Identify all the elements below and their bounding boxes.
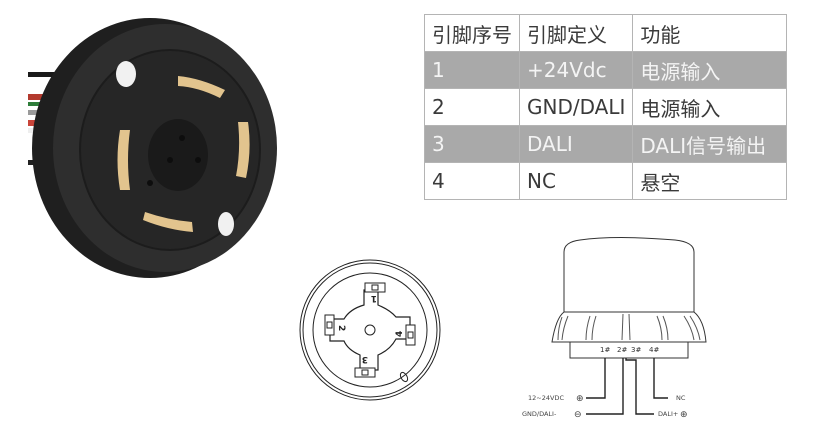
mount-hole-top <box>116 61 136 87</box>
sensor-dome <box>563 237 695 312</box>
pin-3-label: 3# <box>631 346 641 354</box>
plus-icon: ⊕ <box>680 410 688 420</box>
wire-pin3 <box>625 358 654 415</box>
pin-number: 4 <box>424 162 520 200</box>
table-row: 1 +24Vdc 电源输入 <box>424 51 788 89</box>
wire-pin2 <box>586 358 624 415</box>
wire-pin1 <box>586 358 606 399</box>
pin-function: 悬空 <box>632 162 788 200</box>
table-row: 4 NC 悬空 <box>424 162 788 200</box>
pin-2-label: 2# <box>617 346 627 354</box>
table-row: 3 DALI DALI信号输出 <box>424 125 788 163</box>
pin-definition: DALI <box>518 125 634 163</box>
wire-pin4 <box>653 358 668 399</box>
pin-function: 电源输入 <box>632 88 788 126</box>
table-header-row: 引脚序号 引脚定义 功能 <box>424 14 788 52</box>
pin-definition: NC <box>518 162 634 200</box>
pin-label-1: 1 <box>371 293 377 303</box>
gold-contacts <box>117 76 250 232</box>
plus-icon: ⊕ <box>576 394 584 404</box>
pin-label-3: 3 <box>362 354 368 364</box>
pin-function: DALI信号输出 <box>632 125 788 163</box>
header-function: 功能 <box>632 14 788 52</box>
wire-label-nc: NC <box>676 394 686 402</box>
pin-number: 1 <box>424 51 520 89</box>
pin-1-label: 1# <box>600 346 610 354</box>
pin-function: 电源输入 <box>632 51 788 89</box>
pin-label-4: 4 <box>395 331 405 337</box>
pin-label-2: 2 <box>336 325 346 331</box>
pin-number: 3 <box>424 125 520 163</box>
wiring-diagram: 1# 2# 3# 4# 12~24VDC ⊕ GND/DALI- ⊖ NC DA… <box>522 237 707 420</box>
table-row: 2 GND/DALI 电源输入 <box>424 88 788 126</box>
minus-icon: ⊖ <box>574 410 582 420</box>
pin-definition: GND/DALI <box>518 88 634 126</box>
wire-label-gnd: GND/DALI- <box>522 410 557 418</box>
connector-photo <box>28 18 277 278</box>
pin-table: 引脚序号 引脚定义 功能 1 +24Vdc 电源输入 2 GND/DALI 电源… <box>424 14 788 200</box>
pin-base <box>569 341 689 359</box>
header-pin-number: 引脚序号 <box>424 14 520 52</box>
mount-hole-bottom <box>218 212 234 236</box>
sensor-collar <box>551 311 707 343</box>
pin-number: 2 <box>424 88 520 126</box>
wire-label-vdc: 12~24VDC <box>528 394 564 402</box>
wire-label-dali: DALI+ <box>658 410 678 418</box>
pin-definition: +24Vdc <box>518 51 634 89</box>
header-pin-definition: 引脚定义 <box>518 14 634 52</box>
top-view-diagram: 1 2 3 4 <box>299 259 441 401</box>
pin-4-label: 4# <box>649 346 659 354</box>
